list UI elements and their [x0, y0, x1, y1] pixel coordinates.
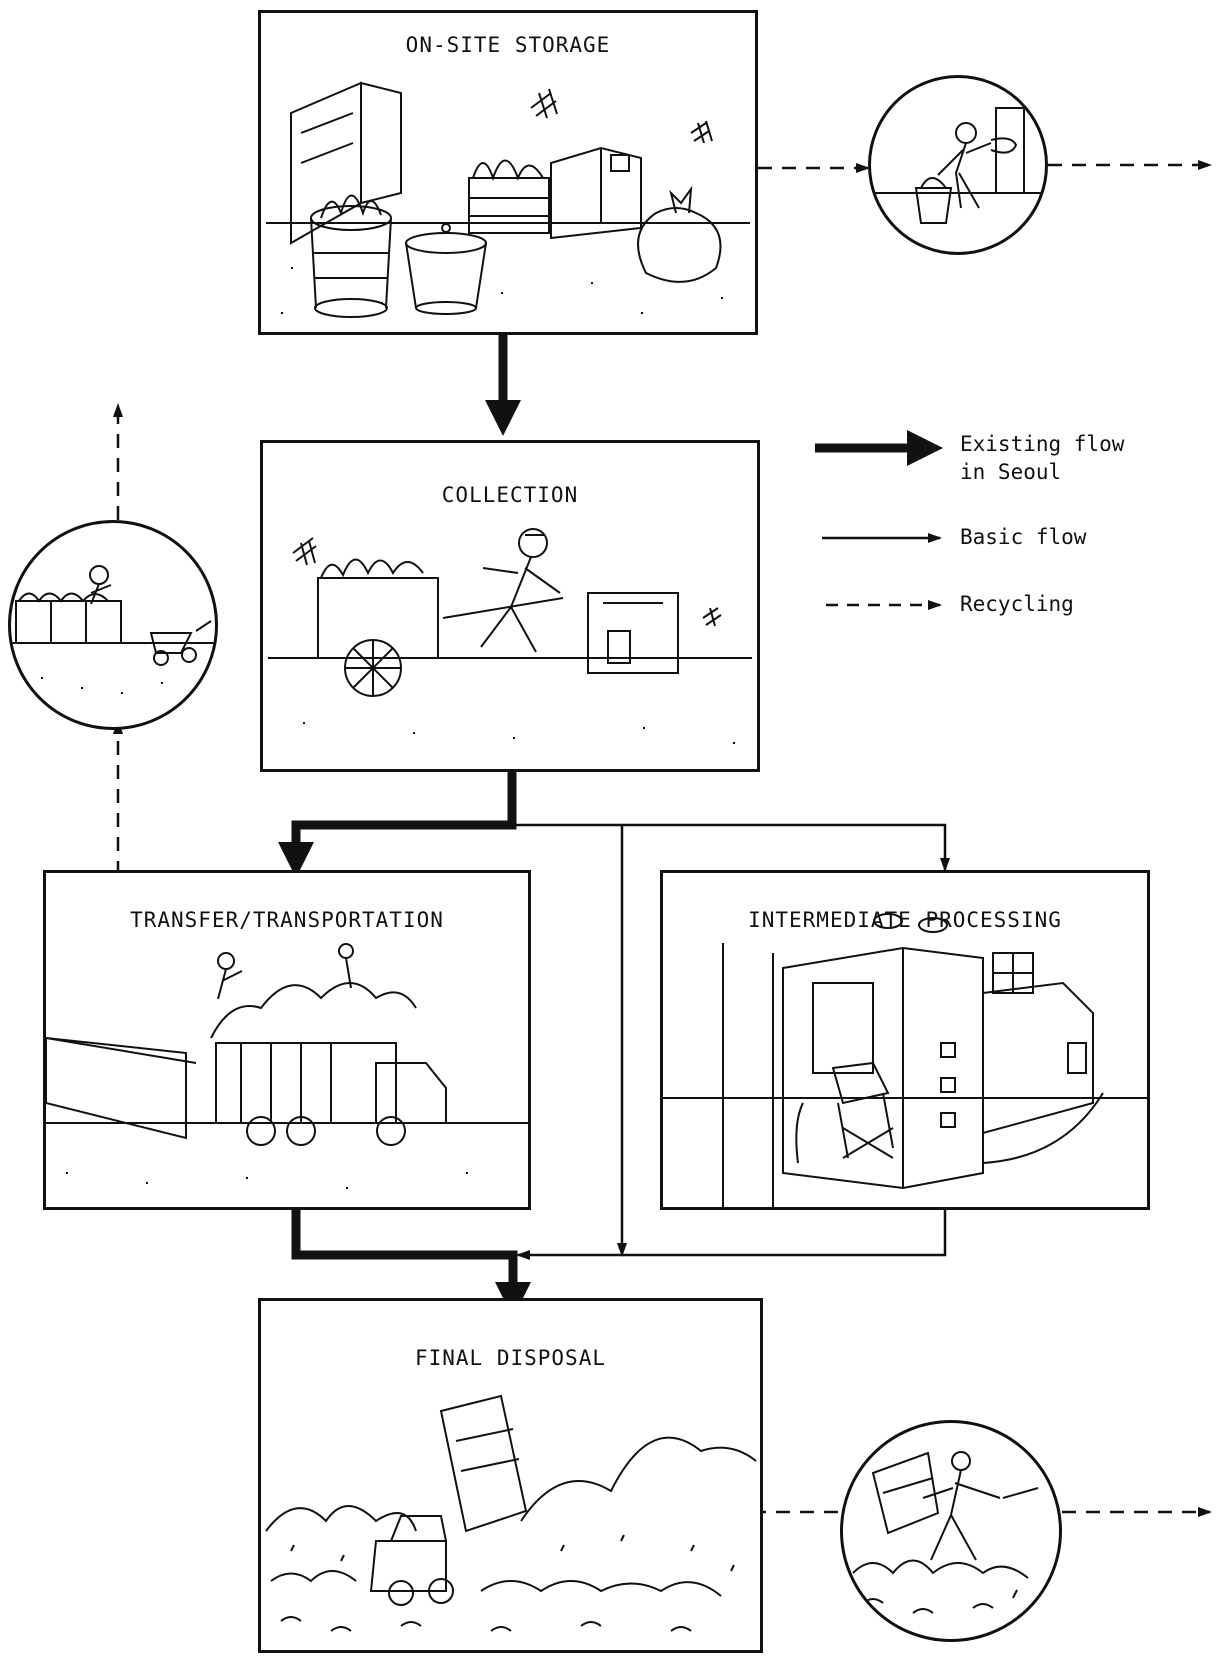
legend-basic-flow: Basic flow	[960, 523, 1086, 551]
stage-intermediate-processing: INTERMEDIATE PROCESSING	[660, 870, 1150, 1210]
arrow-intermediate-to-final	[518, 1208, 945, 1255]
stage-final-disposal: FINAL DISPOSAL	[258, 1298, 763, 1653]
dump-truck-illustration	[46, 873, 528, 1207]
processing-plant-illustration	[663, 873, 1147, 1207]
legend-samples	[815, 448, 940, 605]
handcart-illustration	[263, 443, 757, 769]
stage-collection: COLLECTION	[260, 440, 760, 772]
trash-bins-illustration	[261, 13, 755, 332]
arrow-collection-to-transfer	[296, 770, 512, 860]
arrow-collection-to-intermediate	[512, 825, 945, 870]
stage-on-site-storage: ON-SITE STORAGE	[258, 10, 758, 335]
recycling-scavenger-circle-bottom	[840, 1420, 1062, 1642]
stage-transfer-transportation: TRANSFER/TRANSPORTATION	[43, 870, 531, 1210]
legend-recycling: Recycling	[960, 590, 1074, 618]
scavenger-illustration	[843, 1423, 1059, 1639]
scavenger-illustration	[11, 523, 215, 727]
landfill-illustration	[261, 1301, 760, 1650]
legend-existing-flow: Existing flow in Seoul	[960, 430, 1124, 486]
recycling-scavenger-circle-left	[8, 520, 218, 730]
scavenger-illustration	[871, 78, 1045, 252]
recycling-scavenger-circle-top	[868, 75, 1048, 255]
